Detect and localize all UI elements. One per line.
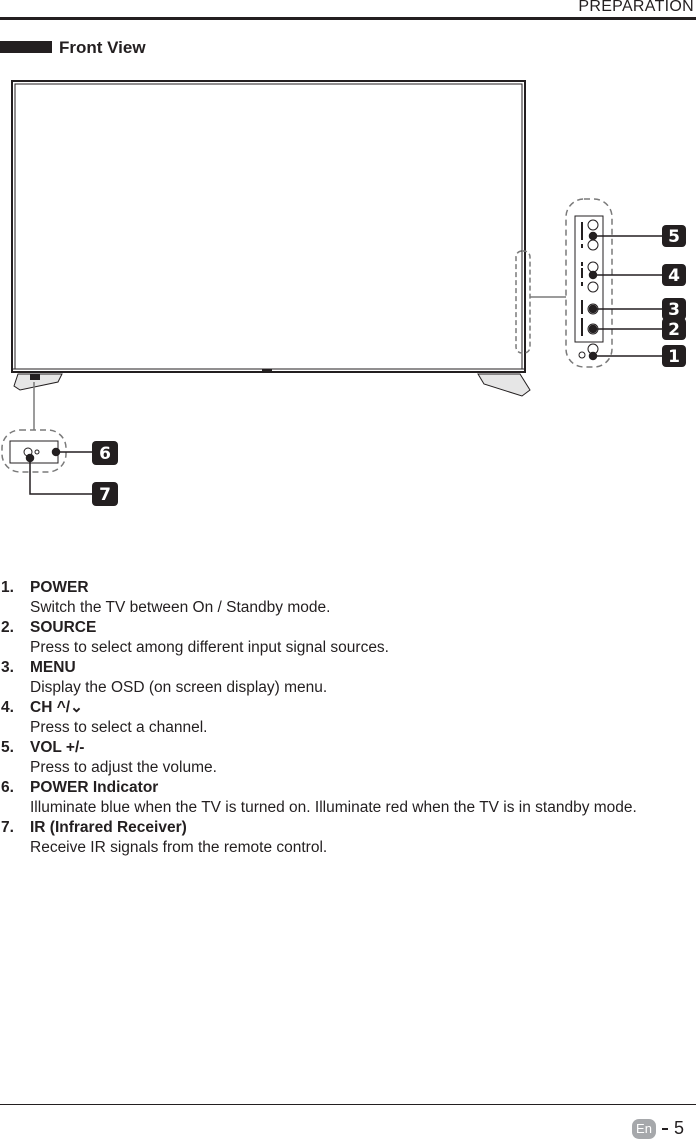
callout-5: 5 (662, 225, 686, 247)
right-stand (477, 373, 531, 397)
item-description: Press to adjust the volume. (30, 759, 217, 776)
button-panel-zoom-outline (565, 198, 613, 368)
left-stand (13, 373, 63, 391)
callout-label: 3 (668, 300, 680, 320)
page-number: 5 (674, 1118, 685, 1138)
callout-label: 5 (668, 227, 680, 247)
button-region-outline (515, 250, 531, 354)
language-badge: En (632, 1119, 656, 1139)
item-number: 6. (1, 779, 14, 796)
panel-button-marks (581, 222, 583, 336)
callout-1: 1 (662, 345, 686, 367)
callout-2: 2 (662, 318, 686, 340)
item-title: CH ^/⌄ (30, 699, 84, 716)
callout-3: 3 (662, 298, 686, 320)
item-description: Switch the TV between On / Standby mode. (30, 599, 331, 616)
list-item: 2. SOURCE Press to select among differen… (0, 618, 637, 658)
item-description: Press to select a channel. (30, 719, 208, 736)
list-item: 4. CH ^/⌄ Press to select a channel. (0, 698, 637, 738)
item-description: Illuminate blue when the TV is turned on… (30, 799, 637, 816)
tv-frame (11, 80, 526, 373)
item-title: POWER Indicator (30, 779, 159, 796)
tv-logo (262, 369, 272, 371)
ir-receiver (34, 449, 40, 455)
list-item: 3. MENU Display the OSD (on screen displ… (0, 658, 637, 698)
feature-list: 1. POWER Switch the TV between On / Stan… (0, 578, 637, 858)
item-title: IR (Infrared Receiver) (30, 819, 187, 836)
item-title: SOURCE (30, 619, 97, 636)
indicator-panel (9, 440, 59, 464)
section-title: Front View (59, 38, 146, 57)
vol-plus-button (587, 219, 599, 231)
list-item: 6. POWER Indicator Illuminate blue when … (0, 778, 637, 818)
page-dash (662, 1128, 668, 1130)
power-symbol-icon (578, 351, 586, 359)
list-item: 5. VOL +/- Press to adjust the volume. (0, 738, 637, 778)
callout-label: 4 (668, 266, 680, 286)
callout-label: 1 (668, 347, 680, 367)
item-number: 1. (1, 579, 14, 596)
callout-6: 6 (92, 441, 118, 465)
item-number: 4. (1, 699, 14, 716)
item-number: 2. (1, 619, 14, 636)
item-description: Display the OSD (on screen display) menu… (30, 679, 328, 696)
item-title: VOL +/- (30, 739, 85, 756)
item-number: 7. (1, 819, 14, 836)
tv-screen (14, 83, 523, 370)
tv-front-view-diagram: 5 4 3 2 1 6 7 (1, 80, 686, 506)
footer-rule (0, 1104, 696, 1105)
list-item: 7. IR (Infrared Receiver) Receive IR sig… (0, 818, 637, 858)
callout-4: 4 (662, 264, 686, 286)
list-item: 1. POWER Switch the TV between On / Stan… (0, 578, 637, 618)
vol-minus-button (587, 239, 599, 251)
callout-label: 6 (99, 444, 111, 464)
header-rule (0, 17, 696, 20)
item-title: POWER (30, 579, 89, 596)
section-bar (0, 41, 52, 53)
item-description: Receive IR signals from the remote contr… (30, 839, 328, 856)
callout-7: 7 (92, 482, 118, 506)
ch-up-button (587, 261, 599, 273)
callout-label: 2 (668, 320, 680, 340)
item-number: 5. (1, 739, 14, 756)
callout-label: 7 (99, 485, 111, 505)
header-title: PREPARATION (578, 0, 694, 15)
indicator-zoom-outline (1, 429, 67, 473)
item-title: MENU (30, 659, 76, 676)
ch-down-button (587, 281, 599, 293)
item-description: Press to select among different input si… (30, 639, 389, 656)
item-number: 3. (1, 659, 14, 676)
